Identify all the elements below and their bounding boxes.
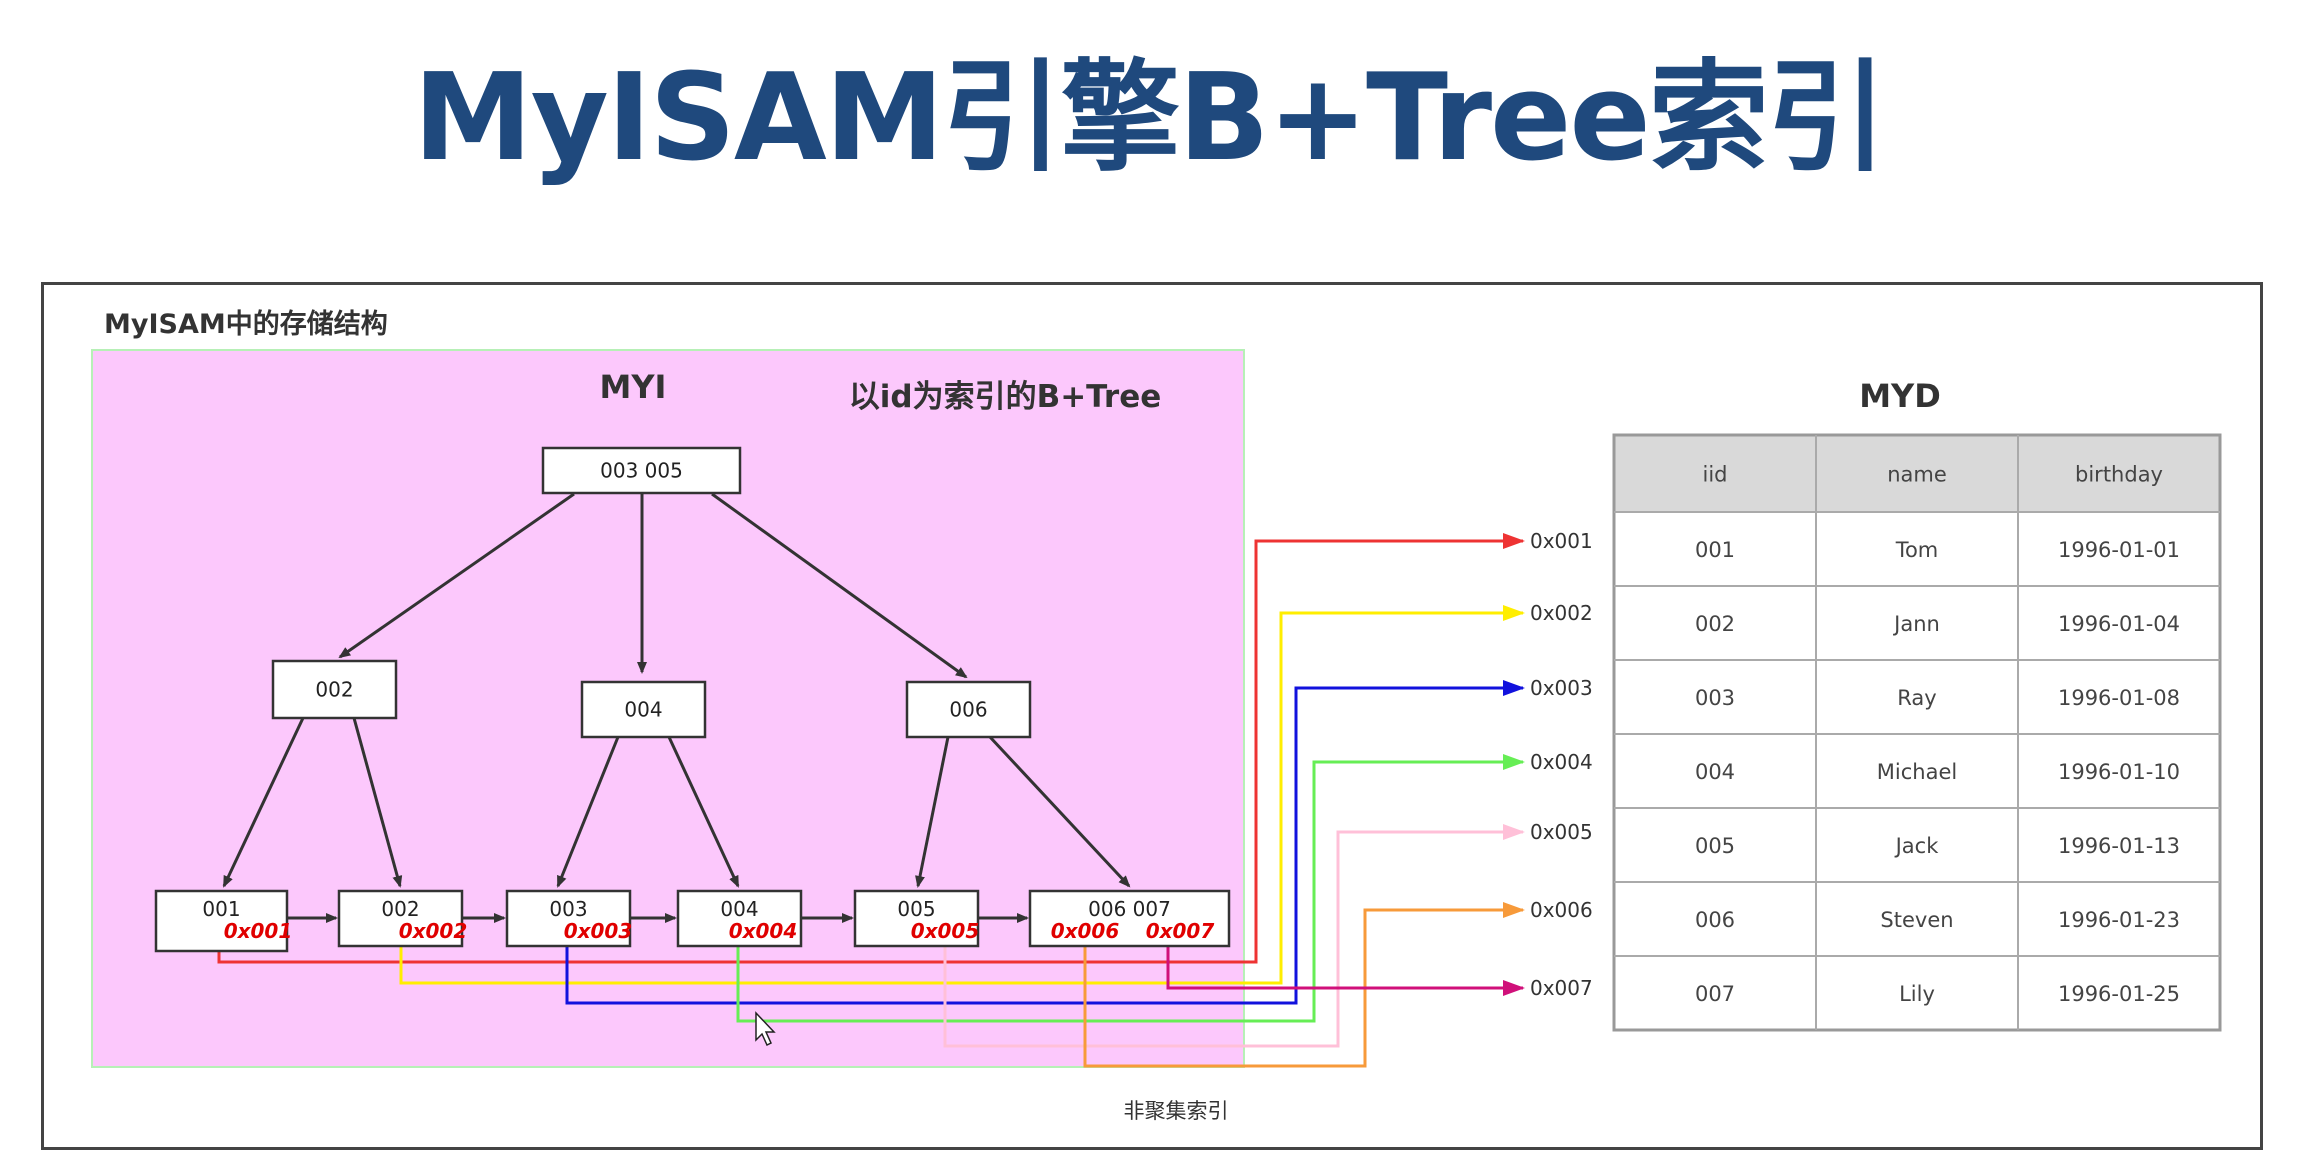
myd-table-border <box>1612 433 2222 1032</box>
myd-column-header: birthday <box>2075 463 2163 487</box>
internal-node-002 <box>271 659 398 720</box>
pointer-label-0x002: 0x002 <box>399 919 468 943</box>
internal-node-006 <box>905 680 1032 739</box>
address-0x003: 0x003 <box>1530 676 1593 700</box>
panel-title: MyISAM中的存储结构 <box>104 308 388 340</box>
leaf-node-3-label: 003 <box>549 897 587 921</box>
tree-edges <box>222 492 1131 923</box>
internal-node-002-label: 002 <box>315 678 353 702</box>
caption: 非聚集索引 <box>1124 1099 1229 1123</box>
edge-root-006 <box>711 492 968 679</box>
internal-node-004-label: 004 <box>624 698 662 722</box>
pointer-label-0x001: 0x001 <box>224 919 293 943</box>
leaf-node-5 <box>853 889 980 948</box>
pointer-label-0x007: 0x007 <box>1146 919 1215 943</box>
edge-root-002 <box>338 492 575 659</box>
myd-cell: 003 <box>1695 686 1735 710</box>
pointer-label-0x005: 0x005 <box>911 919 980 943</box>
myd-cell: Michael <box>1877 760 1957 784</box>
leaf-node-1-label: 001 <box>202 897 240 921</box>
pointer-link-0x001 <box>217 533 1525 964</box>
edge-002-001 <box>222 717 305 888</box>
leaf-node-2 <box>337 889 464 948</box>
myd-cell: 1996-01-23 <box>2058 908 2180 932</box>
myd-cell: Lily <box>1899 982 1935 1006</box>
myd-cell: Ray <box>1897 686 1936 710</box>
address-0x006: 0x006 <box>1530 898 1593 922</box>
myd-cell: 005 <box>1695 834 1735 858</box>
pointer-link-0x007 <box>1166 946 1525 996</box>
myd-cell: 1996-01-01 <box>2058 538 2180 562</box>
myd-cell: 1996-01-04 <box>2058 612 2180 636</box>
myd-cell: Steven <box>1880 908 1953 932</box>
myi-label: MYI <box>600 368 667 406</box>
myd-cell: Jann <box>1892 612 1940 636</box>
myd-cell: 1996-01-25 <box>2058 982 2180 1006</box>
myd-header-bg <box>1614 435 2220 512</box>
myd-cell: 1996-01-10 <box>2058 760 2180 784</box>
root-node <box>541 446 742 495</box>
pointer-links <box>217 533 1525 1068</box>
pointer-label-0x004: 0x004 <box>729 919 798 943</box>
diagram-frame <box>41 282 2263 1150</box>
myd-cell: 004 <box>1695 760 1735 784</box>
pointer-link-0x006 <box>1083 902 1525 1068</box>
page-title: MyISAM引擎B+Tree索引 <box>413 49 1887 188</box>
pointer-link-0x005 <box>943 824 1525 1048</box>
leaf-node-4 <box>676 889 803 948</box>
myd-cell: 007 <box>1695 982 1735 1006</box>
myd-cell: Tom <box>1895 538 1939 562</box>
address-labels: 0x001 0x002 0x003 0x004 0x005 0x006 0x007 <box>1530 529 1593 1000</box>
address-0x007: 0x007 <box>1530 976 1593 1000</box>
address-0x005: 0x005 <box>1530 820 1593 844</box>
myd-cell: 001 <box>1695 538 1735 562</box>
myd-cell: 1996-01-13 <box>2058 834 2180 858</box>
pointer-link-0x002 <box>399 605 1525 985</box>
myd-table: iid name birthday 001 Tom 1996-01-01 002 Jann 19… <box>1612 433 2222 1032</box>
pointer-label-0x003: 0x003 <box>564 919 633 943</box>
pointer-link-0x003 <box>565 680 1525 1005</box>
myd-cell: Jack <box>1894 834 1940 858</box>
mouse-cursor-icon <box>755 1011 776 1047</box>
leaf-node-3 <box>505 889 632 948</box>
leaf-node-2-label: 002 <box>381 897 419 921</box>
internal-node-006-label: 006 <box>949 698 987 722</box>
pointer-label-0x006: 0x006 <box>1051 919 1120 943</box>
address-0x002: 0x002 <box>1530 601 1593 625</box>
edge-004-004 <box>667 736 740 888</box>
address-0x001: 0x001 <box>1530 529 1593 553</box>
myd-cell: 002 <box>1695 612 1735 636</box>
pointer-link-0x004 <box>736 754 1525 1023</box>
edge-002-002 <box>352 717 403 888</box>
myd-column-header: name <box>1887 463 1947 487</box>
myi-subtitle: 以id为索引的B+Tree <box>849 379 1162 415</box>
edge-006-005 <box>915 736 950 888</box>
edge-006-006 <box>988 735 1131 888</box>
myd-cell: 1996-01-08 <box>2058 686 2180 710</box>
root-node-label: 003 005 <box>600 459 683 483</box>
leaf-node-1 <box>154 889 289 953</box>
leaf-node-5-label: 005 <box>897 897 935 921</box>
edge-004-003 <box>556 736 620 888</box>
internal-node-004 <box>580 680 707 739</box>
leaf-node-4-label: 004 <box>720 897 758 921</box>
myd-column-header: iid <box>1703 463 1728 487</box>
leaf-node-6-label: 006 007 <box>1088 897 1171 921</box>
leaf-node-6 <box>1028 889 1231 948</box>
myd-cell: 006 <box>1695 908 1735 932</box>
myd-label: MYD <box>1859 377 1941 415</box>
address-0x004: 0x004 <box>1530 750 1593 774</box>
